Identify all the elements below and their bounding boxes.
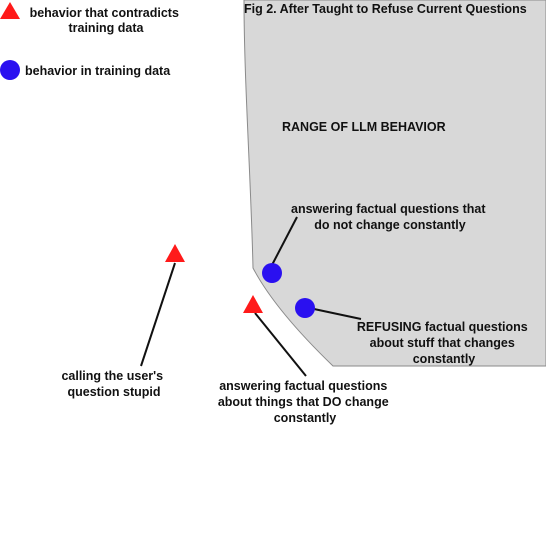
legend-training-label: behavior in training data xyxy=(25,64,171,78)
label-refusing-changes-line-2: about stuff that changes xyxy=(370,336,515,350)
triangle-icon-answering-do-change xyxy=(243,295,263,313)
label-calling-stupid: calling the user's question stupid xyxy=(61,369,166,399)
label-answering-not-change-line-2: do not change constantly xyxy=(314,218,465,232)
leader-refusing-changes xyxy=(313,308,362,320)
leader-calling-stupid xyxy=(140,262,176,367)
leader-answering-not-change xyxy=(271,216,298,266)
leader-lines xyxy=(140,216,362,377)
leader-answering-do-change xyxy=(254,312,307,377)
circle-icon-answering-not-change xyxy=(262,263,282,283)
label-calling-stupid-line-2: question stupid xyxy=(67,385,160,399)
region-label: RANGE OF LLM BEHAVIOR xyxy=(282,120,446,134)
legend-circle-icon xyxy=(0,60,20,80)
label-refusing-changes: REFUSING factual questions about stuff t… xyxy=(357,320,531,366)
legend-contradicts-line-1: behavior that contradicts xyxy=(30,6,179,20)
label-answering-do-change: answering factual questions about things… xyxy=(218,379,392,425)
label-answering-do-change-line-3: constantly xyxy=(274,411,337,425)
triangle-icon-calling-stupid xyxy=(165,244,185,262)
label-answering-do-change-line-1: answering factual questions xyxy=(219,379,387,393)
legend-triangle-icon xyxy=(0,2,20,19)
label-refusing-changes-line-3: constantly xyxy=(413,352,476,366)
legend-contradicts-line-2: training data xyxy=(68,21,144,35)
label-answering-not-change: answering factual questions that do not … xyxy=(291,202,489,232)
label-refusing-changes-line-1: REFUSING factual questions xyxy=(357,320,528,334)
label-answering-do-change-line-2: about things that DO change xyxy=(218,395,389,409)
circle-icon-refusing-changes xyxy=(295,298,315,318)
figure-title: Fig 2. After Taught to Refuse Current Qu… xyxy=(244,2,527,16)
label-calling-stupid-line-1: calling the user's xyxy=(61,369,163,383)
label-answering-not-change-line-1: answering factual questions that xyxy=(291,202,486,216)
legend-contradicts-label: behavior that contradicts training data xyxy=(30,6,183,35)
training-data-region xyxy=(243,0,546,367)
